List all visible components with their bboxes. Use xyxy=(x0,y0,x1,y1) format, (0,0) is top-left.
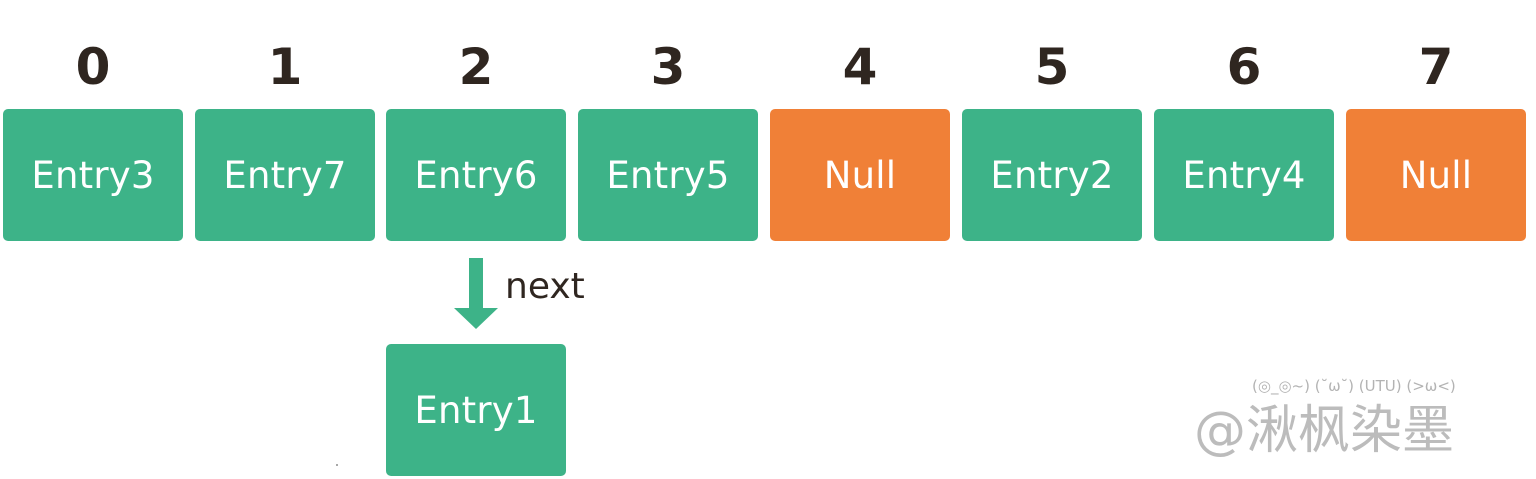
linked-entry-node: Entry1 xyxy=(386,344,566,476)
bucket-6: Entry4 xyxy=(1154,109,1334,241)
watermark: (◎_◎~) (˘ω˘) (UTU) (>ω<) @湫枫染墨 xyxy=(1194,377,1516,469)
bucket-index-0: 0 xyxy=(75,38,111,96)
bucket-3: Entry5 xyxy=(578,109,758,241)
down-arrow-icon xyxy=(454,258,498,329)
bucket-index-7: 7 xyxy=(1418,38,1454,96)
watermark-faces: (◎_◎~) (˘ω˘) (UTU) (>ω<) xyxy=(1252,377,1456,395)
watermark-signature: @湫枫染墨 xyxy=(1194,401,1455,461)
bucket-4: Null xyxy=(770,109,950,241)
bucket-2: Entry6 xyxy=(386,109,566,241)
bucket-index-6: 6 xyxy=(1226,38,1262,96)
small-dot-mark xyxy=(336,464,338,466)
next-pointer-label: next xyxy=(505,266,585,307)
bucket-0: Entry3 xyxy=(3,109,183,241)
bucket-5: Entry2 xyxy=(962,109,1142,241)
bucket-index-4: 4 xyxy=(842,38,878,96)
bucket-index-3: 3 xyxy=(650,38,686,96)
bucket-7: Null xyxy=(1346,109,1526,241)
bucket-1: Entry7 xyxy=(195,109,375,241)
bucket-index-5: 5 xyxy=(1034,38,1070,96)
bucket-index-2: 2 xyxy=(458,38,494,96)
bucket-index-1: 1 xyxy=(267,38,303,96)
